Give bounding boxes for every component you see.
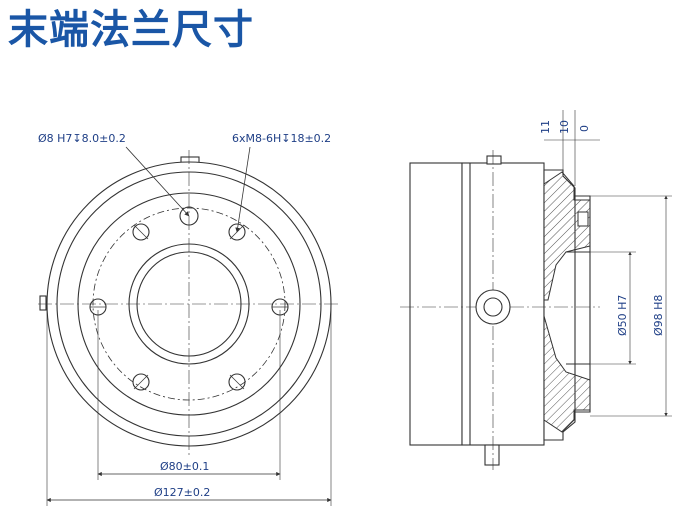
bore-dimension: Ø50 H7 (616, 295, 629, 336)
section-hatch-top (543, 171, 591, 301)
side-bottom-pin (484, 444, 500, 466)
spigot-dimension: Ø98 H8 (652, 295, 665, 336)
pcd-dimension: Ø80±0.1 (160, 460, 209, 473)
top-dim-2: 10 (558, 120, 571, 134)
top-dim-1: 11 (539, 120, 552, 134)
section-notch (577, 211, 589, 227)
hole-callout: Ø8 H7↧8.0±0.2 (38, 132, 126, 145)
left-key (39, 295, 47, 311)
page-title: 末端法兰尺寸 (8, 7, 254, 53)
leader-thread (235, 146, 251, 233)
body-left (409, 162, 463, 446)
thread-callout: 6xM8-6H↧18±0.2 (232, 132, 331, 145)
side-top-pin (486, 155, 502, 165)
top-dim-3: 0 (578, 125, 591, 132)
outer-dimension: Ø127±0.2 (154, 486, 210, 499)
section-hatch-bottom (543, 315, 591, 433)
front-view (38, 146, 340, 506)
leader-hole (125, 146, 190, 217)
side-hole-inner (483, 297, 503, 317)
